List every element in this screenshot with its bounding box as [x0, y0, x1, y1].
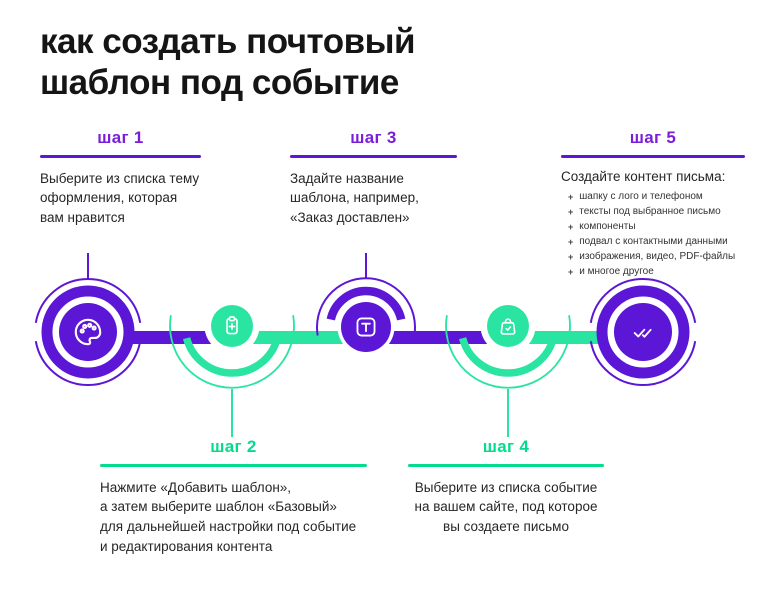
- step5-node: [589, 278, 697, 386]
- step3-description: Задайте название шаблона, например, «Зак…: [290, 170, 419, 226]
- clipboard-plus-icon: [226, 316, 238, 335]
- step1-description: Выберите из списка тему оформления, кото…: [40, 170, 200, 226]
- step5-block: шаг 5 Создайте контент письма: + шапку с …: [561, 128, 745, 281]
- step4-description: Выберите из списка событие на вашем сайт…: [414, 479, 598, 535]
- step1-node: [34, 278, 142, 386]
- step5-bullet: + тексты под выбранное письмо: [568, 206, 745, 218]
- bullet-marker: +: [568, 266, 574, 277]
- step2-underline: [100, 464, 367, 467]
- step3-block: шаг 3 Задайте название шаблона, например…: [290, 128, 457, 228]
- step1-connector-line: [87, 253, 89, 280]
- step5-bullet-list: + шапку с лого и телефоном + тексты под вы…: [568, 191, 745, 278]
- step5-bullet: + компоненты: [568, 221, 745, 233]
- palette-icon: [74, 318, 102, 346]
- bullet-text: шапку с лого и телефоном: [579, 190, 703, 202]
- step5-bullet: + изображения, видео, PDF-файлы: [568, 251, 745, 263]
- step5-heading: Создайте контент письма:: [561, 168, 726, 184]
- page-title: как создать почтовый шаблон под событие: [40, 22, 416, 102]
- shopping-bag-check-icon: [500, 318, 516, 335]
- bullet-marker: +: [568, 221, 574, 232]
- step3-underline: [290, 155, 457, 158]
- step4-connector-line: [507, 389, 509, 437]
- step2-description: Нажмите «Добавить шаблон», а затем выбер…: [100, 479, 357, 555]
- step3-connector-line: [365, 253, 367, 278]
- bullet-text: тексты под выбранное письмо: [579, 205, 721, 217]
- connector-bar-2: [232, 331, 366, 344]
- step1-block: шаг 1 Выберите из списка тему оформления…: [40, 128, 201, 228]
- step4-block: шаг 4 Выберите из списка событие на ваше…: [408, 437, 604, 537]
- step5-header: шаг 5: [629, 128, 677, 147]
- step5-bullet: + шапку с лого и телефоном: [568, 191, 745, 203]
- step3-node: [316, 277, 416, 356]
- bullet-text: и многое другое: [579, 265, 654, 277]
- bullet-marker: +: [568, 236, 574, 247]
- step4-node: [445, 298, 571, 389]
- bullet-text: подвал с контактными данными: [579, 235, 728, 247]
- step4-header: шаг 4: [482, 437, 530, 456]
- step1-underline: [40, 155, 201, 158]
- bullet-marker: +: [568, 191, 574, 202]
- step5-bullet: + и многое другое: [568, 266, 745, 278]
- step3-header: шаг 3: [350, 128, 397, 147]
- step1-header: шаг 1: [97, 128, 144, 147]
- step2-block: шаг 2 Нажмите «Добавить шаблон», а затем…: [100, 437, 367, 557]
- bullet-marker: +: [568, 206, 574, 217]
- bullet-text: изображения, видео, PDF-файлы: [579, 250, 736, 262]
- connector-bar-3: [366, 331, 508, 344]
- text-template-icon: [356, 317, 376, 337]
- bullet-marker: +: [568, 251, 574, 262]
- step5-bullet: + подвал с контактными данными: [568, 236, 745, 248]
- step2-node: [169, 298, 295, 389]
- step2-connector-line: [231, 389, 233, 437]
- step4-underline: [408, 464, 604, 467]
- step5-underline: [561, 155, 745, 158]
- bullet-text: компоненты: [579, 220, 636, 232]
- double-check-icon: [633, 328, 652, 338]
- step2-header: шаг 2: [210, 437, 257, 456]
